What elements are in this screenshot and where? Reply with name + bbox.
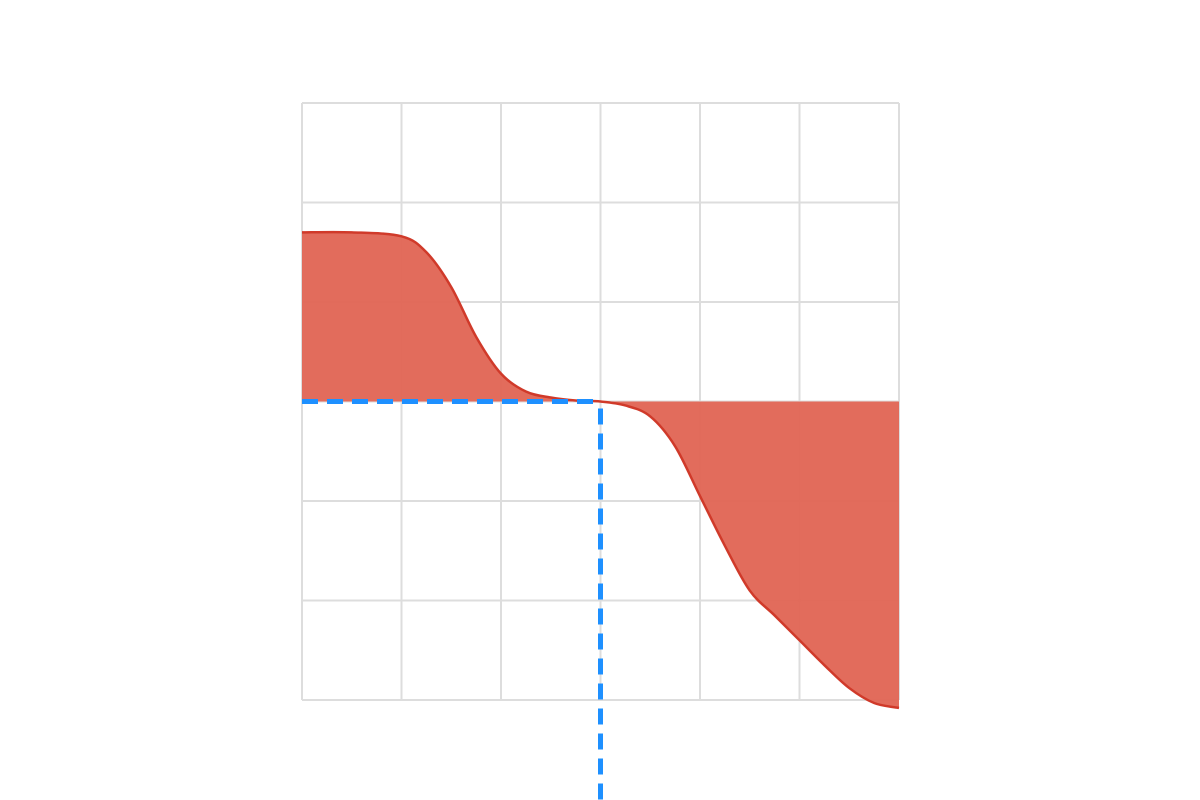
- reference-lines: [302, 399, 603, 800]
- series-0-line: [301, 230, 900, 710]
- series-area: [301, 230, 900, 710]
